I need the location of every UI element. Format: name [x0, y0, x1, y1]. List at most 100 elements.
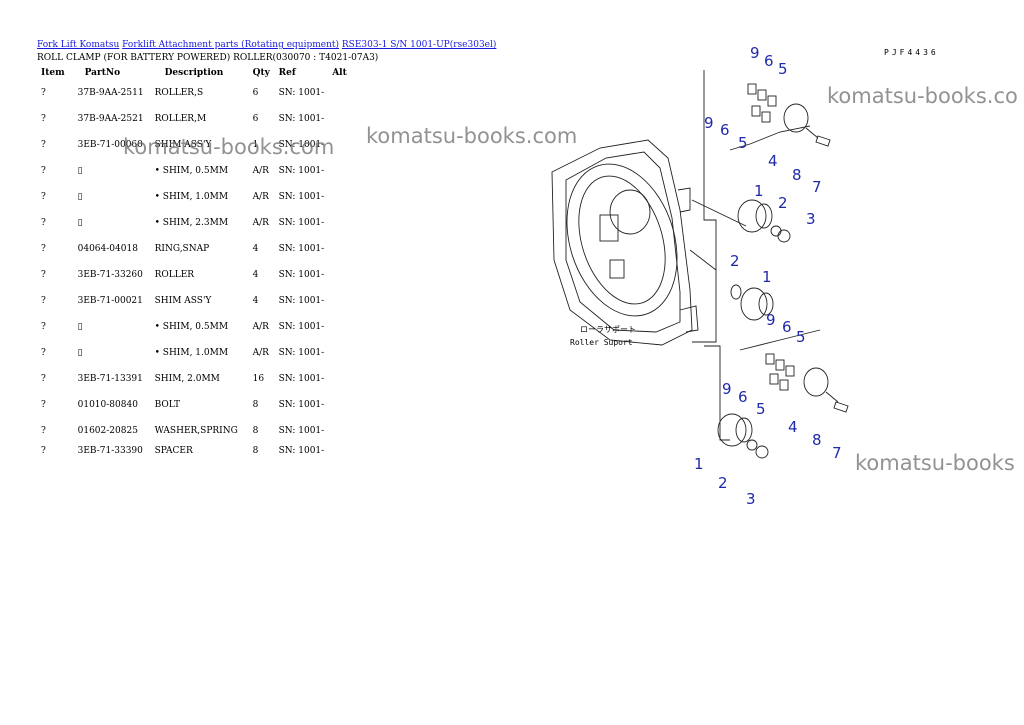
cell-item: ? [41, 322, 46, 332]
cell-partno: ▯ [77, 166, 83, 176]
cell-partno: 37B-9AA-2521 [77, 114, 144, 124]
cell-alt [328, 313, 351, 339]
header-item: Item [41, 67, 65, 78]
cell-qty: A/R [252, 218, 269, 228]
table-row: ? 37B-9AA-2511 ROLLER,S 6 SN: 1001- [37, 79, 351, 105]
cell-description: • SHIM, 0.5MM [154, 166, 229, 176]
callout: 8 [792, 166, 802, 184]
roller-support-label: Roller Suport [570, 338, 633, 347]
cell-partno: 37B-9AA-2511 [77, 88, 144, 98]
callout: 6 [720, 121, 730, 139]
cell-description: WASHER,SPRING [154, 426, 238, 436]
header-ref: Ref [278, 67, 296, 78]
cell-qty: 4 [252, 270, 259, 280]
breadcrumb-link-model[interactable]: RSE303-1 S/N 1001-UP(rse303el) [341, 40, 497, 50]
cell-alt [328, 391, 351, 417]
roller-shaft-lower [803, 367, 829, 397]
cell-ref: SN: 1001- [278, 192, 325, 202]
cell-item: ? [41, 446, 46, 456]
cell-ref: SN: 1001- [278, 270, 325, 280]
roller-upper [737, 199, 767, 233]
cell-ref: SN: 1001- [278, 322, 325, 332]
cell-ref: SN: 1001- [278, 426, 325, 436]
callout: 6 [764, 52, 774, 70]
cell-item: ? [41, 374, 46, 384]
exploded-parts-diagram: 9 6 5 9 6 5 4 8 7 1 2 3 2 1 9 6 5 9 6 5 … [551, 44, 849, 508]
cell-alt [328, 339, 351, 365]
callout: 5 [796, 328, 806, 346]
header-qty: Qty [252, 67, 270, 78]
cell-partno: 3EB-71-33260 [77, 270, 143, 280]
cell-qty: 4 [252, 296, 259, 306]
cell-description: SHIM ASS'Y [154, 140, 212, 150]
cell-item: ? [41, 244, 46, 254]
diagram-code: PJF4436 [884, 48, 939, 57]
cell-qty: 6 [252, 88, 259, 98]
cell-alt [328, 79, 351, 105]
cell-description: ROLLER,M [154, 114, 207, 124]
callout: 2 [730, 252, 740, 270]
cell-partno: 3EB-71-13391 [77, 374, 143, 384]
roller-middle [740, 287, 768, 321]
callout: 9 [704, 114, 714, 132]
cell-ref: SN: 1001- [278, 88, 325, 98]
cell-qty: 1 [252, 140, 259, 150]
cell-ref: SN: 1001- [278, 218, 325, 228]
callout: 1 [694, 455, 704, 473]
callout: 9 [750, 44, 760, 62]
cell-description: RING,SNAP [154, 244, 210, 254]
cell-alt [328, 365, 351, 391]
breadcrumb-link-brand[interactable]: Fork Lift Komatsu [37, 40, 120, 50]
cell-qty: 6 [252, 114, 259, 124]
cell-partno: 3EB-71-33390 [77, 446, 143, 456]
cell-item: ? [41, 140, 46, 150]
cell-qty: A/R [252, 322, 269, 332]
cell-partno: ▯ [77, 348, 83, 358]
header-description: Description [164, 67, 224, 78]
cell-item: ? [41, 114, 46, 124]
cell-alt [328, 235, 351, 261]
cell-alt [328, 183, 351, 209]
cell-qty: 16 [252, 374, 265, 384]
cell-alt [328, 443, 351, 463]
callout: 7 [832, 444, 842, 462]
breadcrumb-link-category[interactable]: Forklift Attachment parts (Rotating equi… [122, 40, 340, 50]
breadcrumb: Fork Lift Komatsu Forklift Attachment pa… [37, 40, 496, 50]
header-partno: PartNo [84, 67, 121, 78]
cell-alt [328, 287, 351, 313]
cell-partno: 3EB-71-00021 [77, 296, 143, 306]
table-header-row: Item PartNo Description Qty Ref Alt [37, 66, 351, 79]
cell-partno: 01602-20825 [77, 426, 138, 436]
callout: 6 [738, 388, 748, 406]
cell-qty: 8 [252, 446, 259, 456]
cell-item: ? [41, 88, 46, 98]
cell-partno: 3EB-71-00060 [77, 140, 143, 150]
callout: 5 [756, 400, 766, 418]
callout: 6 [782, 318, 792, 336]
cell-ref: SN: 1001- [278, 400, 325, 410]
cell-alt [328, 131, 351, 157]
cell-description: ROLLER [154, 270, 195, 280]
page-title: ROLL CLAMP (FOR BATTERY POWERED) ROLLER(… [37, 53, 379, 63]
cell-qty: A/R [252, 166, 269, 176]
cell-item: ? [41, 426, 46, 436]
cell-alt [328, 209, 351, 235]
cell-qty: 4 [252, 244, 259, 254]
cell-description: ROLLER,S [154, 88, 204, 98]
callout: 9 [766, 311, 776, 329]
callout: 1 [754, 182, 764, 200]
cell-item: ? [41, 296, 46, 306]
cell-ref: SN: 1001- [278, 166, 325, 176]
roller-support-label-jp: ローラサポート [580, 325, 636, 334]
cell-qty: A/R [252, 348, 269, 358]
cell-qty: A/R [252, 192, 269, 202]
callout: 3 [806, 210, 816, 228]
cell-description: BOLT [154, 400, 181, 410]
